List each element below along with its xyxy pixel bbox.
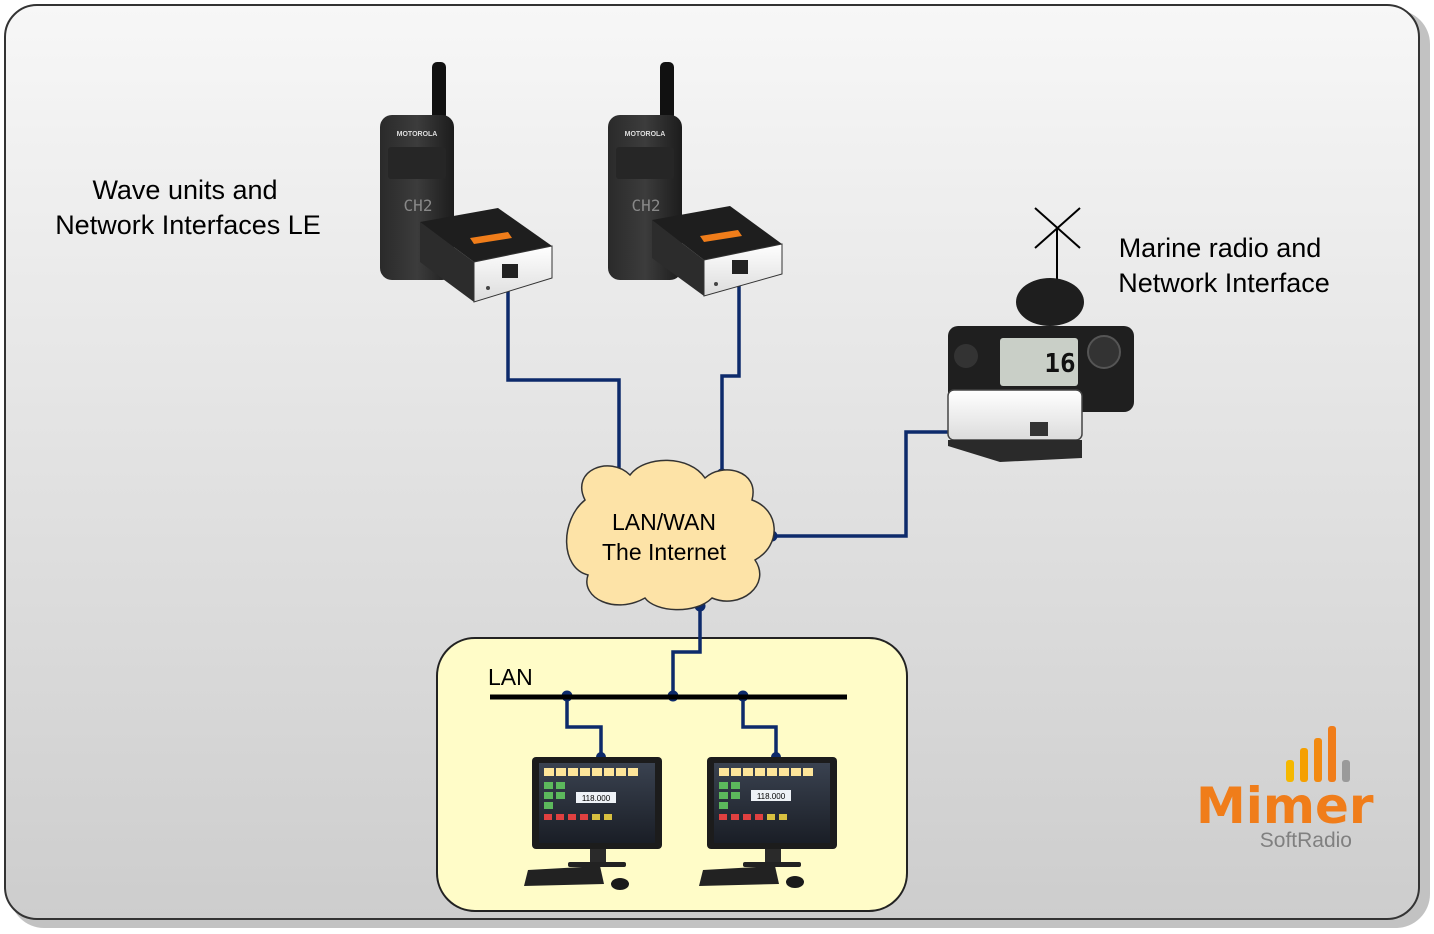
background-panel: [4, 4, 1420, 920]
radio-2-brand: MOTOROLA: [625, 131, 666, 138]
wire-cloud-lan: [671, 606, 702, 696]
wave-units-label-2: Network Interfaces LE: [55, 210, 321, 240]
lan-label: LAN: [488, 664, 533, 690]
logo-sub: SoftRadio: [1260, 829, 1352, 852]
wire-pc1: [565, 696, 603, 757]
wire-radio2: [720, 270, 741, 474]
screen-1-freq: 118.000: [582, 794, 611, 803]
marine-label-1: Marine radio and: [1119, 233, 1322, 263]
marine-radio: 16: [947, 207, 1134, 462]
computer-1: 118.000: [524, 757, 662, 890]
cloud-label-2: The Internet: [602, 539, 727, 565]
network-interface-le-2: [652, 206, 783, 297]
signal-bars-icon: [1286, 726, 1350, 782]
marine-label-2: Network Interface: [1118, 268, 1330, 298]
antenna-icon: [1034, 207, 1081, 282]
radio-1-channel: CH2: [404, 196, 433, 215]
mimer-logo: Mimer SoftRadio: [1196, 726, 1374, 852]
radio-2-channel: CH2: [632, 196, 661, 215]
network-interface-le-1: [420, 208, 553, 303]
cloud-shape: [565, 459, 775, 611]
wave-units-label-1: Wave units and: [92, 175, 277, 205]
radio-1-brand: MOTOROLA: [397, 131, 438, 138]
wire-pc2: [741, 696, 778, 757]
screen-2-freq: 118.000: [757, 792, 786, 801]
cloud-label-1: LAN/WAN: [612, 509, 716, 535]
logo-name: Mimer: [1196, 777, 1374, 835]
computer-2: 118.000: [699, 757, 837, 888]
marine-channel: 16: [1044, 349, 1075, 379]
wire-radio1: [506, 282, 621, 479]
